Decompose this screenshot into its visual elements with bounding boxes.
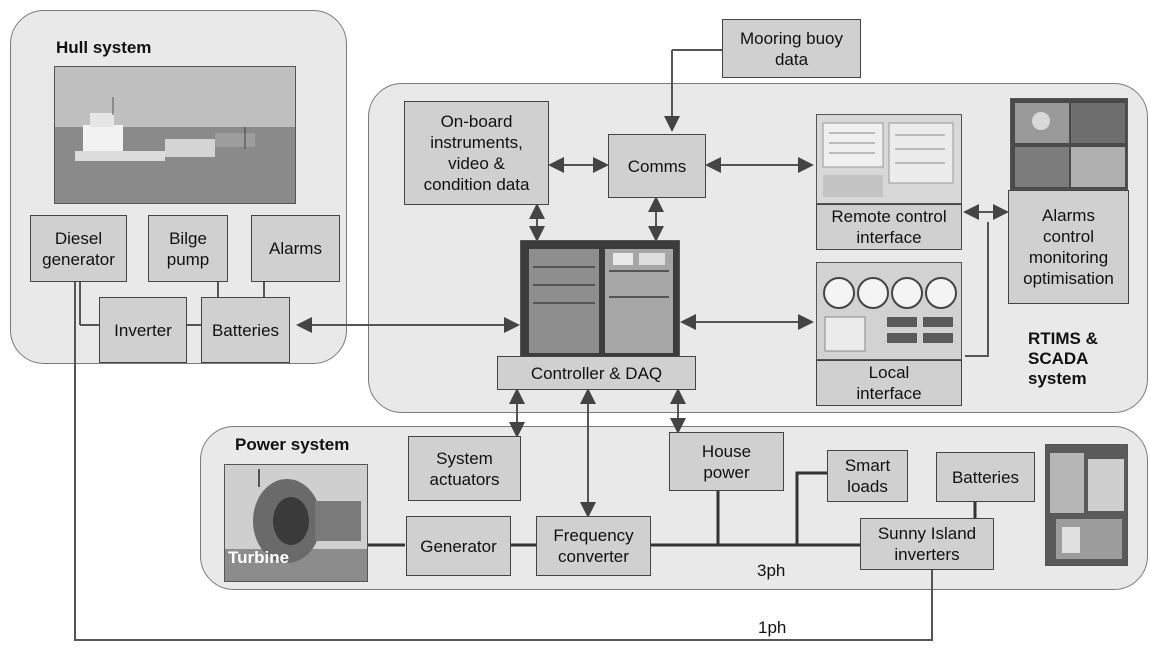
inverter-room-photo [1045,444,1128,566]
smart-loads-box: Smart loads [827,450,908,502]
hull-alarms-box: Alarms [251,215,340,282]
local-ui-screenshot [816,262,962,360]
mooring-buoy-box: Mooring buoy data [722,19,861,78]
wire-smart-bus [795,471,828,545]
hull-system-title: Hull system [56,38,152,57]
camera-feeds-photo [1010,98,1128,190]
three-phase-label: 3ph [757,561,786,580]
bilge-pump-box: Bilge pump [148,215,228,282]
house-power-box: House power [669,432,784,491]
frequency-converter-box: Frequency converter [536,516,651,576]
generator-box: Generator [406,516,511,576]
power-system-title: Power system [235,435,350,454]
rtims-scada-title: RTIMS & SCADA system [1028,329,1098,388]
control-cabinet-photo [520,240,680,358]
wire-local-alarms [965,222,989,357]
sunny-island-box: Sunny Island inverters [860,518,994,570]
inverter-box: Inverter [99,297,187,363]
one-phase-label: 1ph [758,618,787,637]
diesel-generator-box: Diesel generator [30,215,127,282]
local-interface-box: Local interface [816,360,962,406]
controller-daq-box: Controller & DAQ [497,356,696,390]
onboard-instruments-box: On-board instruments, video & condition … [404,101,549,205]
remote-ui-screenshot [816,114,962,204]
alarms-control-box: Alarms control monitoring optimisation [1008,190,1129,304]
comms-box: Comms [608,134,706,198]
wire-1ph-loop [74,273,933,641]
turbine-photo [224,464,368,582]
boat-photo [54,66,296,204]
hull-batteries-box: Batteries [201,297,290,363]
turbine-label: Turbine [228,548,290,567]
power-batteries-box: Batteries [936,452,1035,502]
system-actuators-box: System actuators [408,436,521,501]
remote-control-box: Remote control interface [816,204,962,250]
